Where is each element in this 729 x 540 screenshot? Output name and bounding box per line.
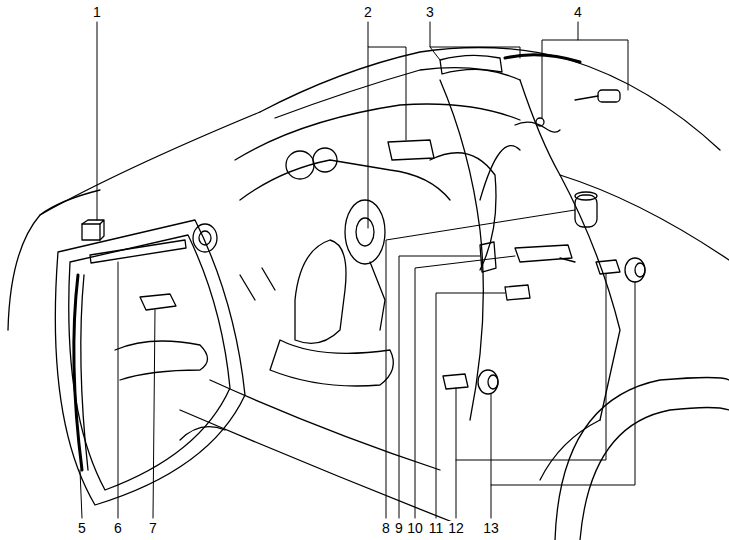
callout-number: 6 [113,521,123,535]
callout-number: 5 [77,521,87,535]
callout-number: 4 [573,5,583,19]
callout-number: 2 [363,5,373,19]
callout-number: 1 [92,5,102,19]
callout-number: 12 [447,521,465,535]
callout-number: 10 [406,521,424,535]
callout-number: 13 [482,521,500,535]
callout-number: 7 [148,521,158,535]
callout-number: 11 [428,521,445,535]
callout-number: 9 [394,521,404,535]
callout-number: 3 [425,5,435,19]
callout-number: 8 [381,521,391,535]
